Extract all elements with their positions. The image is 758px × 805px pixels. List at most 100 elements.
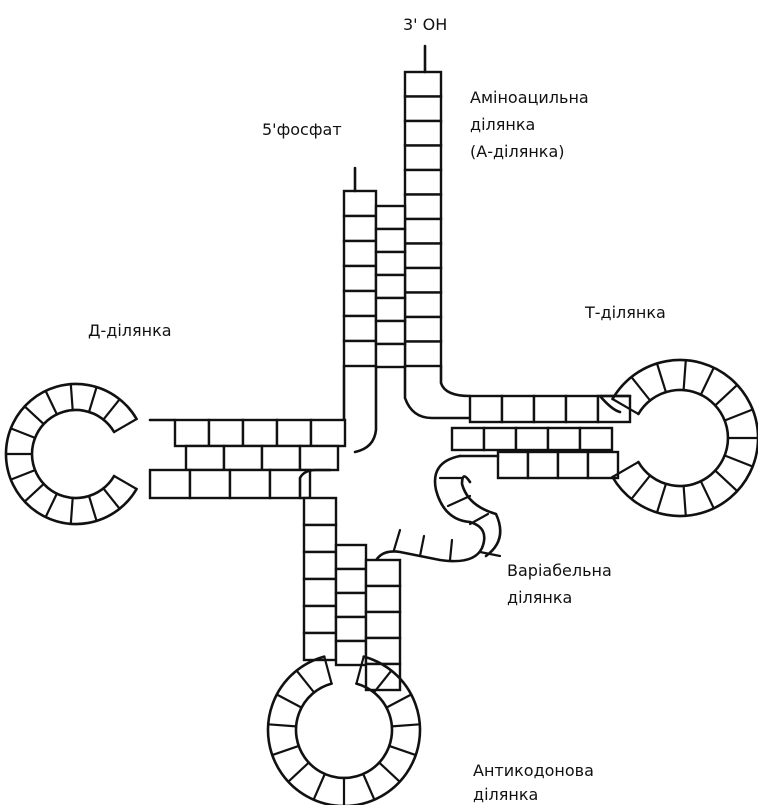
anticodon-loop-segment <box>386 695 411 708</box>
t-loop-segment <box>715 385 737 406</box>
anticodon-loop-segment <box>389 746 415 755</box>
anticodon-loop-segment <box>268 724 296 726</box>
d-stem-top-cell <box>311 420 345 446</box>
d-stem-mid-cell <box>262 446 300 470</box>
anticodon-pair-cell <box>336 593 366 617</box>
t-stem-bottom-cell <box>498 452 528 478</box>
anticodon-right-cell <box>366 664 400 690</box>
d-loop-segment <box>25 484 44 502</box>
t-region-label: Т-ділянка <box>584 303 666 322</box>
d-loop-segment <box>71 498 73 524</box>
variable-loop-outer <box>372 456 484 575</box>
acceptor-5prime-cell <box>344 266 376 291</box>
acceptor-label-line3: (А-ділянка) <box>470 142 565 161</box>
acceptor-3prime-cell <box>405 342 441 367</box>
acceptor-t-junction-outer <box>405 366 470 418</box>
t-loop-segment <box>725 410 753 421</box>
anticodon-label-line1: Антикодонова <box>473 761 594 780</box>
t-stem-top-cell <box>534 396 566 422</box>
t-loop-segment <box>715 471 737 492</box>
acceptor-5prime-cell <box>344 241 376 266</box>
acceptor-5prime-cell <box>344 341 376 366</box>
anticodon-arm <box>268 470 420 805</box>
acceptor-pair-cell <box>376 275 405 298</box>
three-prime-oh-label: 3' OH <box>403 15 447 34</box>
d-stem-top-cell <box>277 420 311 446</box>
acceptor-3prime-cell <box>405 121 441 146</box>
anticodon-left-cell <box>304 498 336 525</box>
variable-loop <box>372 456 500 575</box>
t-stem-mid-cell <box>516 428 548 450</box>
d-loop-segment <box>46 494 57 517</box>
t-loop <box>613 360 758 516</box>
anticodon-left-cell <box>304 606 336 633</box>
anticodon-left-cell <box>304 633 336 660</box>
t-stem-mid-cell <box>452 428 484 450</box>
acceptor-pair-cell <box>376 344 405 367</box>
acceptor-3prime-cell <box>405 244 441 269</box>
acceptor-3prime-cell <box>405 219 441 244</box>
anticodon-loop-segment <box>272 746 298 755</box>
anticodon-pair-cell <box>336 545 366 569</box>
anticodon-loop-inner-arc <box>296 684 392 778</box>
anticodon-pair-cell <box>336 617 366 641</box>
anticodon-loop-segment <box>288 763 309 782</box>
anticodon-right-cell <box>366 612 400 638</box>
d-loop-segment <box>46 391 57 415</box>
anticodon-stem <box>304 498 400 690</box>
d-loop-segment <box>114 419 137 432</box>
d-loop-segment <box>114 476 137 489</box>
acceptor-3prime-cell <box>405 195 441 220</box>
d-stem-top-cell <box>209 420 243 446</box>
t-arm <box>405 360 758 516</box>
five-prime-phosphate-label: 5'фосфат <box>262 120 342 139</box>
acceptor-label-line2: ділянка <box>470 115 535 134</box>
t-loop-segment <box>701 481 714 508</box>
variable-loop-segment <box>420 536 424 556</box>
anticodon-loop-segment <box>379 763 400 782</box>
anticodon-right-cell <box>366 560 400 586</box>
acceptor-t-junction-inner <box>441 366 470 396</box>
anticodon-loop-segment <box>297 671 315 693</box>
acceptor-3prime-cell <box>405 293 441 318</box>
d-stem-mid-cell <box>224 446 262 470</box>
acceptor-3prime-strand <box>405 72 441 366</box>
t-loop-segment <box>631 476 650 500</box>
t-stem-top-cell <box>566 396 598 422</box>
t-loop-segment <box>725 456 753 467</box>
d-loop-segment <box>89 387 97 412</box>
acceptor-stem <box>344 46 441 367</box>
variable-loop-inner <box>462 476 500 556</box>
t-loop-inner-arc <box>638 390 728 486</box>
acceptor-pair-cell <box>376 321 405 344</box>
variable-label-line1: Варіабельна <box>507 561 612 580</box>
variable-loop-segment <box>450 540 452 560</box>
t-stem-bottom-cell <box>558 452 588 478</box>
t-stem-bottom-cell <box>588 452 618 478</box>
d-loop-segment <box>89 496 97 521</box>
anticodon-left-cell <box>304 525 336 552</box>
acceptor-3prime-cell <box>405 146 441 171</box>
acceptor-3prime-cell <box>405 268 441 293</box>
variable-loop-segment <box>470 514 488 524</box>
acceptor-3prime-cell <box>405 317 441 342</box>
d-stem-bottom-cell <box>230 470 270 498</box>
variable-loop-segment <box>448 496 470 506</box>
variable-label-line2: ділянка <box>507 588 572 607</box>
acceptor-5prime-cell <box>344 291 376 316</box>
anticodon-loop-segment <box>277 695 302 708</box>
variable-loop-segments <box>394 478 500 560</box>
acceptor-pair-cell <box>376 252 405 275</box>
d-stem-bottom-cell <box>150 470 190 498</box>
d-loop-segment <box>103 488 119 508</box>
acceptor-3prime-cell <box>405 72 441 97</box>
acceptor-pair-cell <box>376 206 405 229</box>
d-loop <box>6 384 137 524</box>
anticodon-pair-cell <box>336 569 366 593</box>
acceptor-label-line1: Аміноацильна <box>470 88 589 107</box>
anticodon-loop-segment <box>392 724 420 726</box>
anticodon-left-cell <box>304 552 336 579</box>
acceptor-d-junction-inner <box>355 366 376 452</box>
acceptor-5prime-cell <box>344 216 376 241</box>
